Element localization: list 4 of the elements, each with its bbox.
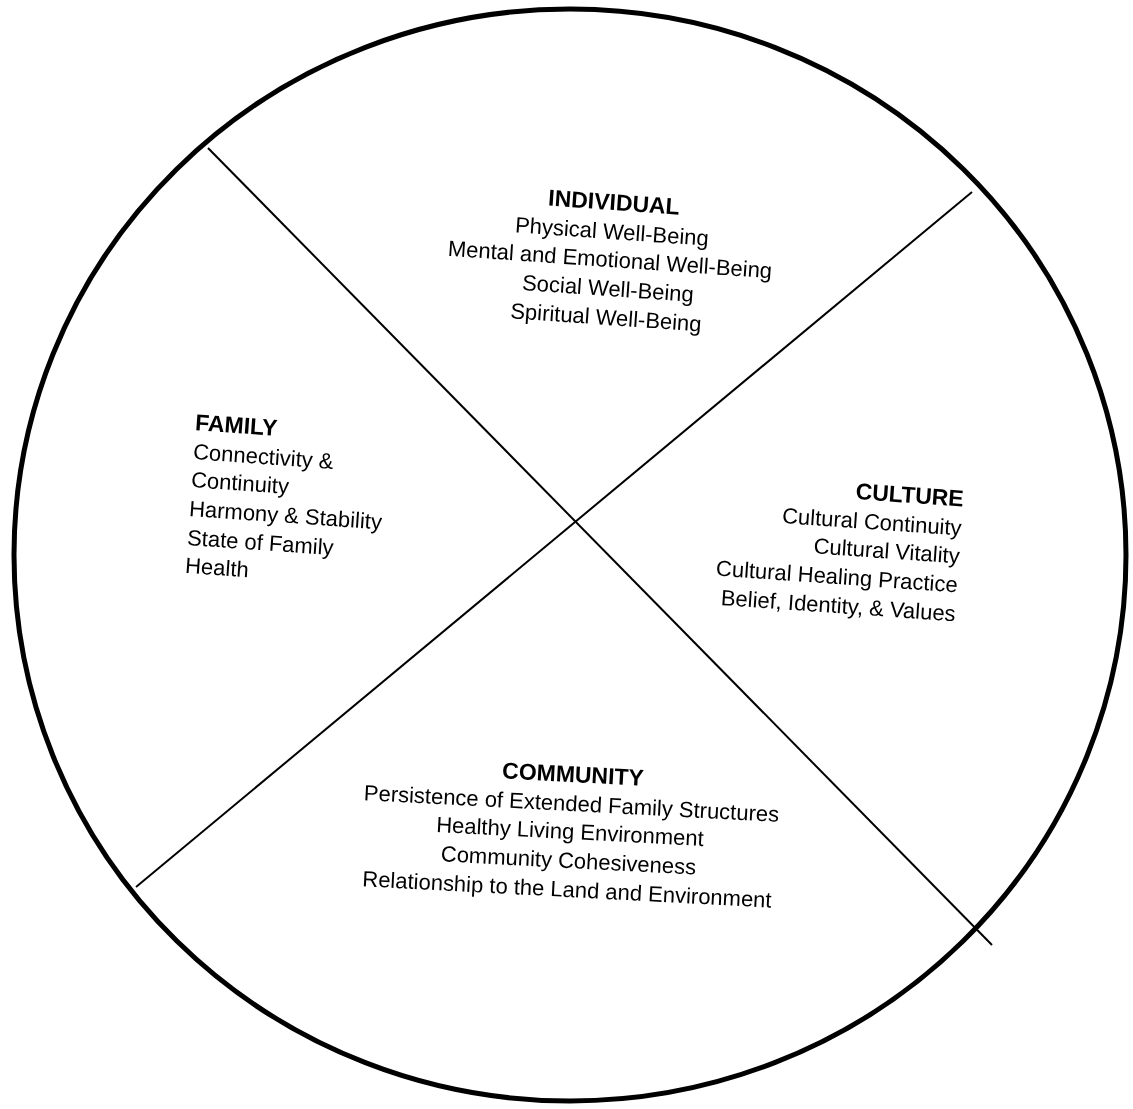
- circle-outline: [10, 5, 1130, 1105]
- section-heading: COMMUNITY: [501, 756, 645, 791]
- section-heading: INDIVIDUAL: [547, 183, 681, 220]
- section-heading: CULTURE: [854, 477, 965, 512]
